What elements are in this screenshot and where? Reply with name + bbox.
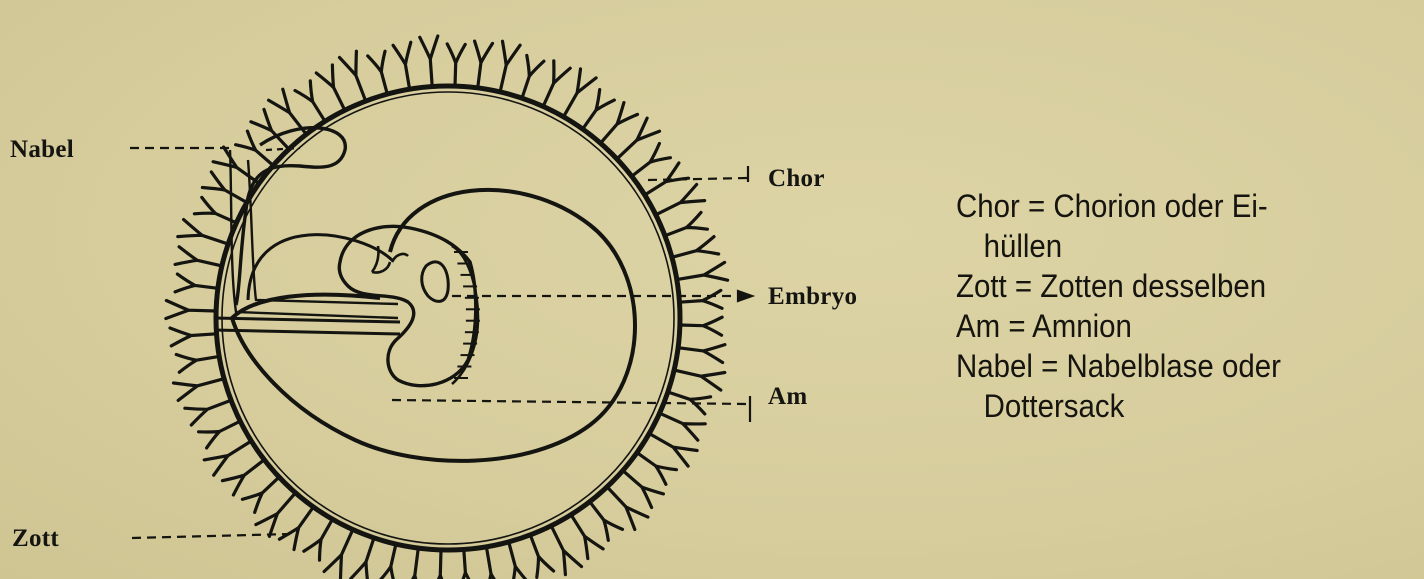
embryo-heart <box>422 262 449 302</box>
label-embryo: Embryo <box>768 284 857 309</box>
chorion-villus <box>202 172 246 203</box>
label-zott: Zott <box>12 526 59 551</box>
chorion-villus <box>447 44 465 86</box>
chorion-villus <box>617 118 660 159</box>
chorion-villus <box>475 41 493 88</box>
chorion-villus <box>660 413 706 440</box>
chorion-villus <box>222 460 264 495</box>
chorion-villus <box>295 81 325 121</box>
chorion-villus <box>431 550 449 579</box>
chorion-villus <box>500 41 520 92</box>
amnion-cavity <box>232 190 635 461</box>
chorion-villus <box>393 42 411 89</box>
chorion-villus <box>420 36 438 87</box>
chorion-villus <box>543 61 570 107</box>
chorion-villus <box>204 441 251 475</box>
chorion-villus <box>632 144 671 177</box>
chorion-villus <box>213 147 259 183</box>
chorion-villus <box>674 370 725 390</box>
chorion-villus <box>590 502 623 541</box>
chorion-villus <box>601 103 638 144</box>
legend-row: Zott = Zotten desselben <box>956 266 1281 306</box>
embryo-body <box>339 226 475 385</box>
chorion-villus <box>175 274 218 292</box>
chorion-villus <box>680 290 723 308</box>
legend-row: Dottersack <box>956 386 1281 426</box>
legend-row: Chor = Chorion oder Ei- <box>956 186 1281 226</box>
chorion-villus <box>340 51 366 101</box>
chorion-villus <box>166 301 216 319</box>
chorion-villus <box>403 548 421 579</box>
chorion-villus <box>199 421 241 448</box>
chorion-villus <box>256 493 296 537</box>
label-am: Am <box>768 384 807 409</box>
amnion-inner-fold <box>248 235 392 300</box>
chorion-villus <box>378 544 396 579</box>
chorion-villus <box>236 131 274 165</box>
umbilical-stalk <box>214 318 400 334</box>
chorion-villus <box>178 220 228 244</box>
label-chor: Chor <box>768 166 825 191</box>
chorion-villus <box>176 355 219 373</box>
zott-leader-line <box>132 534 290 538</box>
chorion-villus <box>583 90 615 130</box>
legend-row: hüllen <box>956 226 1281 266</box>
chorion-villus <box>175 247 222 266</box>
legend-row: Am = Amnion <box>956 306 1281 346</box>
chorion-villus <box>571 515 603 559</box>
chorion-villus <box>668 392 711 414</box>
chorion-villus <box>170 328 217 346</box>
yolk-sac-stalk-inner <box>248 160 398 304</box>
chorion-villus <box>242 477 279 512</box>
embryo-leader-arrow <box>738 291 752 301</box>
chorion-villus <box>304 519 333 560</box>
chorion-villus <box>522 55 544 98</box>
chorion-villus <box>530 535 553 578</box>
chorion-villus <box>623 471 664 508</box>
chorion-villus <box>677 262 728 280</box>
chorion-villus <box>672 237 719 258</box>
chorion-villus <box>678 345 725 363</box>
chorion-villus <box>486 547 504 579</box>
chorion-outer-membrane <box>216 86 680 550</box>
chorion-villus <box>607 487 648 530</box>
chorion-villus <box>279 507 313 550</box>
chorion-inner-membrane <box>222 92 674 544</box>
label-nabel: Nabel <box>10 137 74 162</box>
chorion-villus <box>665 212 708 235</box>
legend-row: Nabel = Nabelblase oder <box>956 346 1281 386</box>
chorion-villus <box>368 51 388 94</box>
legend: Chor = Chorion oder Ei- hüllen Zott = Zo… <box>956 186 1281 426</box>
chorion-villus <box>174 379 225 401</box>
chor-leader-line <box>648 178 748 180</box>
chorion-villus <box>551 526 581 575</box>
chorion-villus <box>351 538 374 579</box>
chorion-villus <box>458 550 476 579</box>
chorion-villus <box>680 317 722 335</box>
chorion-villus <box>324 530 353 579</box>
chorion-villus <box>649 434 697 467</box>
chorion-villus <box>185 400 231 425</box>
chorion-villus <box>637 453 677 485</box>
chorion-villus <box>509 542 530 579</box>
chorion-villus <box>656 185 705 215</box>
nabel-leader-line-inner <box>266 148 300 150</box>
chorion-villus <box>564 69 597 117</box>
chorion-villus <box>251 109 289 149</box>
chorion-villus <box>316 65 345 110</box>
